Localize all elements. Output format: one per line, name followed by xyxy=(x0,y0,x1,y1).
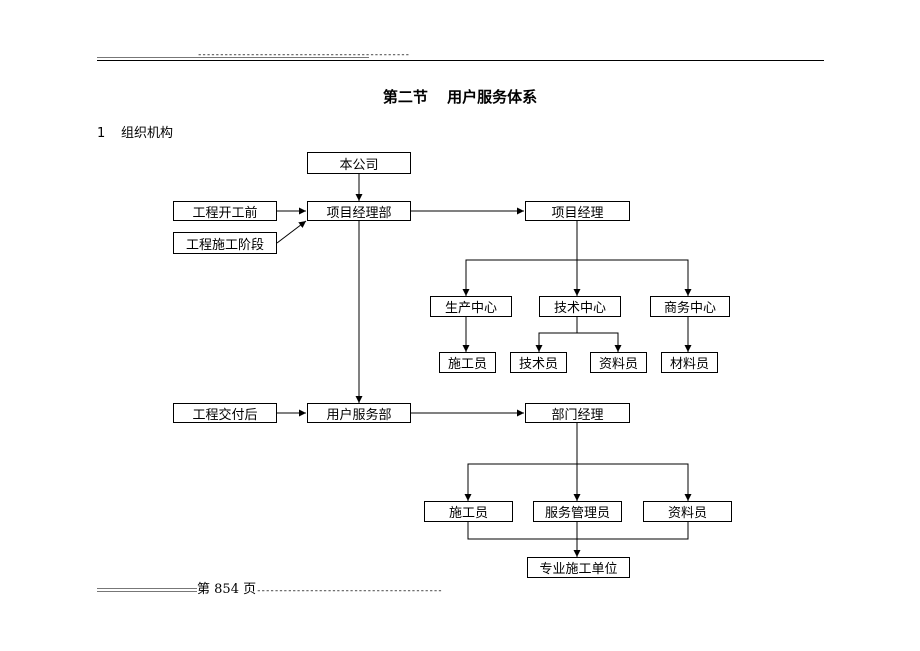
box-tech-center: 技术中心 xyxy=(539,296,621,317)
box-construction-worker-2: 施工员 xyxy=(424,501,513,522)
box-construction-stage: 工程施工阶段 xyxy=(173,232,277,254)
footer-rule-thin xyxy=(97,588,197,589)
box-material-clerk: 材料员 xyxy=(661,352,718,373)
box-before-construction: 工程开工前 xyxy=(173,201,277,221)
connector-tech-split xyxy=(538,332,619,352)
footer-page-number: 854 xyxy=(214,582,239,597)
box-company: 本公司 xyxy=(307,152,411,174)
box-dept-manager: 部门经理 xyxy=(525,403,630,423)
header-rule-thin xyxy=(97,57,369,58)
box-technician: 技术员 xyxy=(510,352,567,373)
footer-prefix: 第 xyxy=(197,582,211,597)
box-production-center: 生产中心 xyxy=(430,296,512,317)
section-title: 第二节 用户服务体系 xyxy=(382,88,538,106)
box-project-dept: 项目经理部 xyxy=(307,201,411,221)
section-heading: 1 组织机构 xyxy=(97,122,173,141)
box-project-manager: 项目经理 xyxy=(525,201,630,221)
heading-text: 组织机构 xyxy=(121,126,174,141)
connector-roles-merge xyxy=(467,522,689,540)
box-construction-worker-1: 施工员 xyxy=(439,352,496,373)
page-footer: 第 854 页---------------------------------… xyxy=(197,578,443,597)
box-after-delivery: 工程交付后 xyxy=(173,403,277,423)
connector-stage-projdept xyxy=(276,220,307,244)
heading-number: 1 xyxy=(97,126,106,141)
connector-deptmgr-split xyxy=(467,463,689,501)
box-service-manager: 服务管理员 xyxy=(533,501,622,522)
box-specialized-unit: 专业施工单位 xyxy=(527,557,630,578)
footer-suffix: 页 xyxy=(243,582,257,597)
header-rule xyxy=(97,60,824,61)
header-dash-line: ----------------------------------------… xyxy=(197,50,410,60)
connector-pm-bus xyxy=(465,259,689,296)
box-business-center: 商务中心 xyxy=(650,296,730,317)
footer-rule-thin-2 xyxy=(97,591,197,592)
box-data-clerk-2: 资料员 xyxy=(643,501,732,522)
box-data-clerk-1: 资料员 xyxy=(590,352,647,373)
box-user-service-dept: 用户服务部 xyxy=(307,403,411,423)
footer-dash-line: ----------------------------------------… xyxy=(256,586,443,596)
